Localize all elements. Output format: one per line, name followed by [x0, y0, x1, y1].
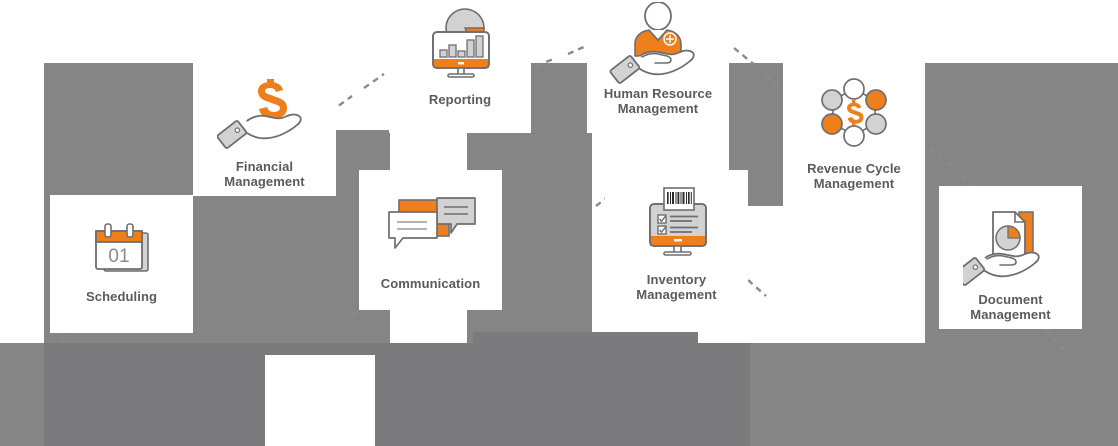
background-panel [0, 343, 44, 446]
card-inventory-management[interactable]: Inventory Management [605, 170, 748, 313]
connector-line [747, 279, 767, 297]
card-label: Scheduling [85, 289, 158, 304]
background-panel [473, 332, 698, 446]
card-reporting[interactable]: Reporting [389, 0, 531, 133]
card-communication[interactable]: Communication [359, 170, 502, 310]
connector-line [567, 44, 587, 56]
connector-line [363, 73, 385, 89]
card-label: Reporting [428, 92, 492, 107]
dollar-cycle-icon [783, 75, 925, 151]
monitor-checklist-barcode-icon [605, 184, 748, 264]
card-label: Human Resource Management [603, 86, 713, 117]
hand-holding-medical-staff-icon [587, 2, 729, 84]
calendar-day-number: 01 [108, 246, 129, 267]
monitor-charts-icon [389, 6, 531, 86]
calendar-icon: 01 [50, 219, 193, 281]
card-label: Revenue Cycle Management [807, 161, 901, 192]
hand-holding-dollar-icon [193, 75, 336, 153]
card-revenue-cycle-management[interactable]: Revenue Cycle Management [783, 63, 925, 206]
card-document-management[interactable]: Document Management [939, 186, 1082, 329]
card-label: Communication [380, 276, 481, 291]
hand-holding-document-icon [939, 202, 1082, 286]
chat-bubbles-icon [359, 196, 502, 258]
background-panel-cutout [265, 355, 375, 446]
card-financial-management[interactable]: Financial Management [193, 63, 336, 196]
background-panel [750, 343, 1118, 446]
card-label: Document Management [970, 292, 1051, 323]
card-label: Financial Management [224, 159, 305, 190]
card-label: Inventory Management [636, 272, 717, 303]
card-scheduling[interactable]: 01 Scheduling [50, 195, 193, 333]
card-human-resource-management[interactable]: Human Resource Management [587, 0, 729, 133]
